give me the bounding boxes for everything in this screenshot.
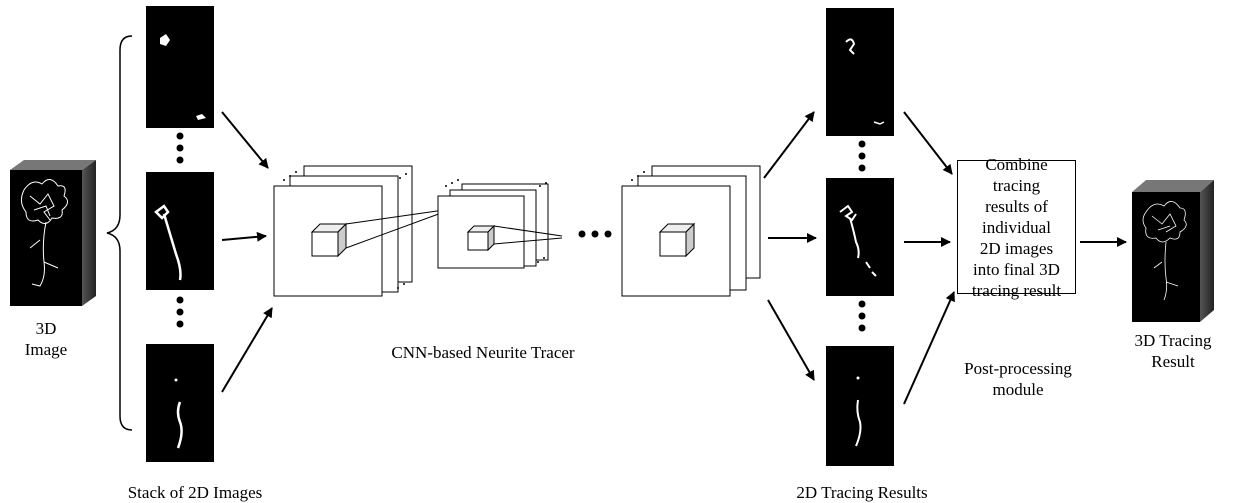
- input-3d-label-line1: 3D: [35, 319, 57, 338]
- projection-lines-1: [345, 209, 445, 249]
- post-box-line: 2D images: [979, 238, 1054, 258]
- post-box-line: individual: [982, 217, 1051, 237]
- kernel-cube-final: [658, 222, 696, 258]
- tracing-result-top: [826, 8, 894, 136]
- output-3d-label: 3D Tracing Result: [1118, 330, 1228, 372]
- post-box-line: into final 3D: [973, 259, 1060, 279]
- post-box-line: tracing result: [971, 280, 1062, 300]
- output-3d-label-line1: 3D Tracing: [1134, 331, 1212, 350]
- input-3d-label: 3D Image: [11, 318, 81, 360]
- post-box-line: Combine: [985, 154, 1048, 174]
- slice-image-top: [146, 6, 214, 128]
- post-module-label-line2: module: [992, 380, 1044, 399]
- post-module-label-line1: Post-processing: [964, 359, 1072, 378]
- post-processing-box: Combine tracing results of individual 2D…: [957, 155, 1076, 300]
- input-arrows: [221, 111, 273, 393]
- output-3d-label-line2: Result: [1151, 352, 1195, 371]
- cnn-tracer-label: CNN-based Neurite Tracer: [391, 343, 575, 362]
- projection-lines-2: [493, 225, 563, 245]
- kernel-cube-2: [466, 224, 496, 252]
- results-ellipsis: [858, 140, 866, 332]
- output-arrows: [763, 111, 817, 381]
- post-module-label: Post-processing module: [958, 358, 1078, 400]
- tracing-result-bottom: [826, 346, 894, 466]
- post-input-arrows: [903, 111, 955, 405]
- slice-image-bottom: [146, 344, 214, 462]
- kernel-cube-1: [310, 222, 348, 258]
- post-box-line: results of: [985, 196, 1048, 216]
- cnn-layer-2: [437, 179, 549, 269]
- post-box-line: tracing: [992, 175, 1041, 195]
- input-3d-image: [10, 160, 96, 306]
- tracing-result-middle: [826, 178, 894, 296]
- tracing-2d-label: 2D Tracing Results: [796, 483, 928, 502]
- layer-ellipsis: [578, 230, 612, 238]
- stack-ellipsis: [176, 132, 184, 328]
- input-3d-label-line2: Image: [24, 340, 68, 359]
- slice-image-middle: [146, 172, 214, 290]
- stack-brace: [106, 35, 133, 431]
- stack-2d-label: Stack of 2D Images: [127, 483, 263, 502]
- output-3d-result: [1132, 180, 1214, 322]
